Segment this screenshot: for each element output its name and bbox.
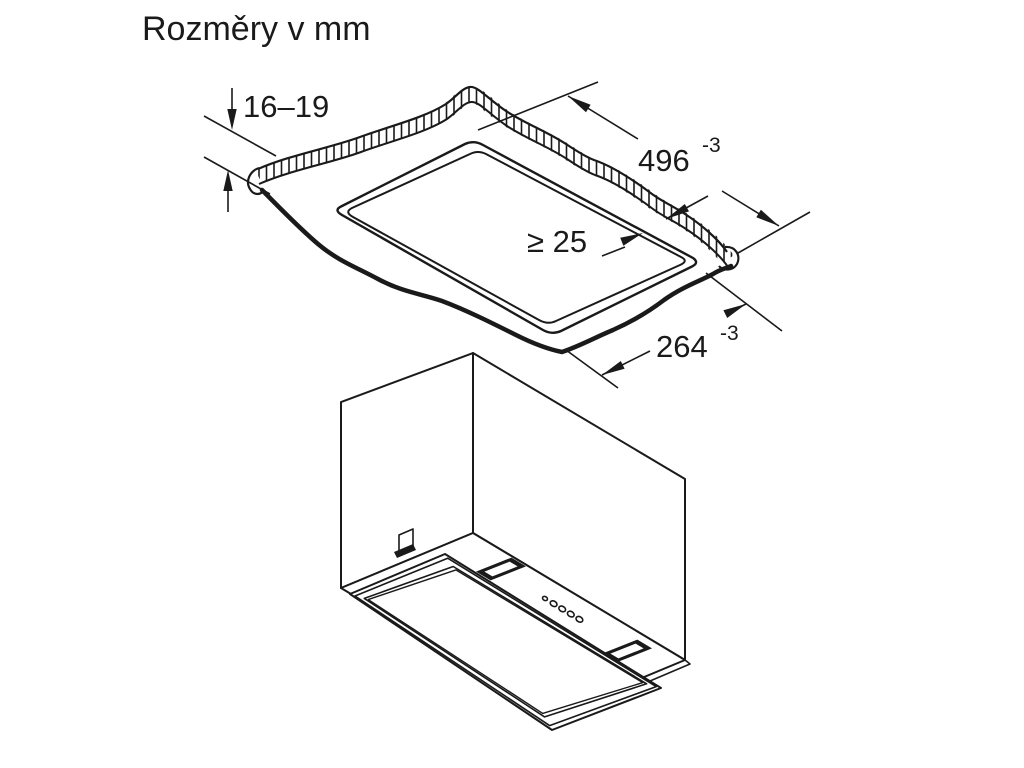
hood-isometric-drawing xyxy=(340,352,691,731)
panel-broken-edge xyxy=(259,187,734,355)
depth-value: 264 xyxy=(656,329,708,364)
dim-cutout-width: 496 -3 xyxy=(477,81,811,254)
arrowhead xyxy=(756,209,779,226)
arrowhead xyxy=(620,233,643,246)
cutout-diagram: 16–19 496 -3 ≥ 25 xyxy=(203,81,811,389)
arrowhead xyxy=(223,170,233,191)
width-tolerance: -3 xyxy=(702,134,721,157)
arrowhead xyxy=(666,204,689,219)
clearance-label: ≥ 25 xyxy=(527,224,587,259)
cutout-opening xyxy=(336,141,698,334)
thickness-label: 16–19 xyxy=(243,89,329,124)
filter-frame xyxy=(349,553,662,731)
depth-tolerance: -3 xyxy=(720,322,739,345)
grip-opening xyxy=(476,557,526,581)
arrowhead xyxy=(227,109,237,130)
width-value: 496 xyxy=(638,143,690,178)
dim-panel-thickness: 16–19 xyxy=(203,88,329,212)
power-switch xyxy=(394,528,416,558)
control-buttons xyxy=(541,595,584,623)
grip-opening xyxy=(602,639,652,663)
dim-min-clearance: ≥ 25 xyxy=(527,195,709,259)
band-left-cap xyxy=(246,166,265,196)
page-title: Rozměry v mm xyxy=(142,10,371,48)
dim-cutout-depth: 264 -3 xyxy=(565,272,783,389)
arrowhead xyxy=(723,304,746,318)
arrowhead xyxy=(602,361,625,375)
arrowhead xyxy=(568,96,591,113)
